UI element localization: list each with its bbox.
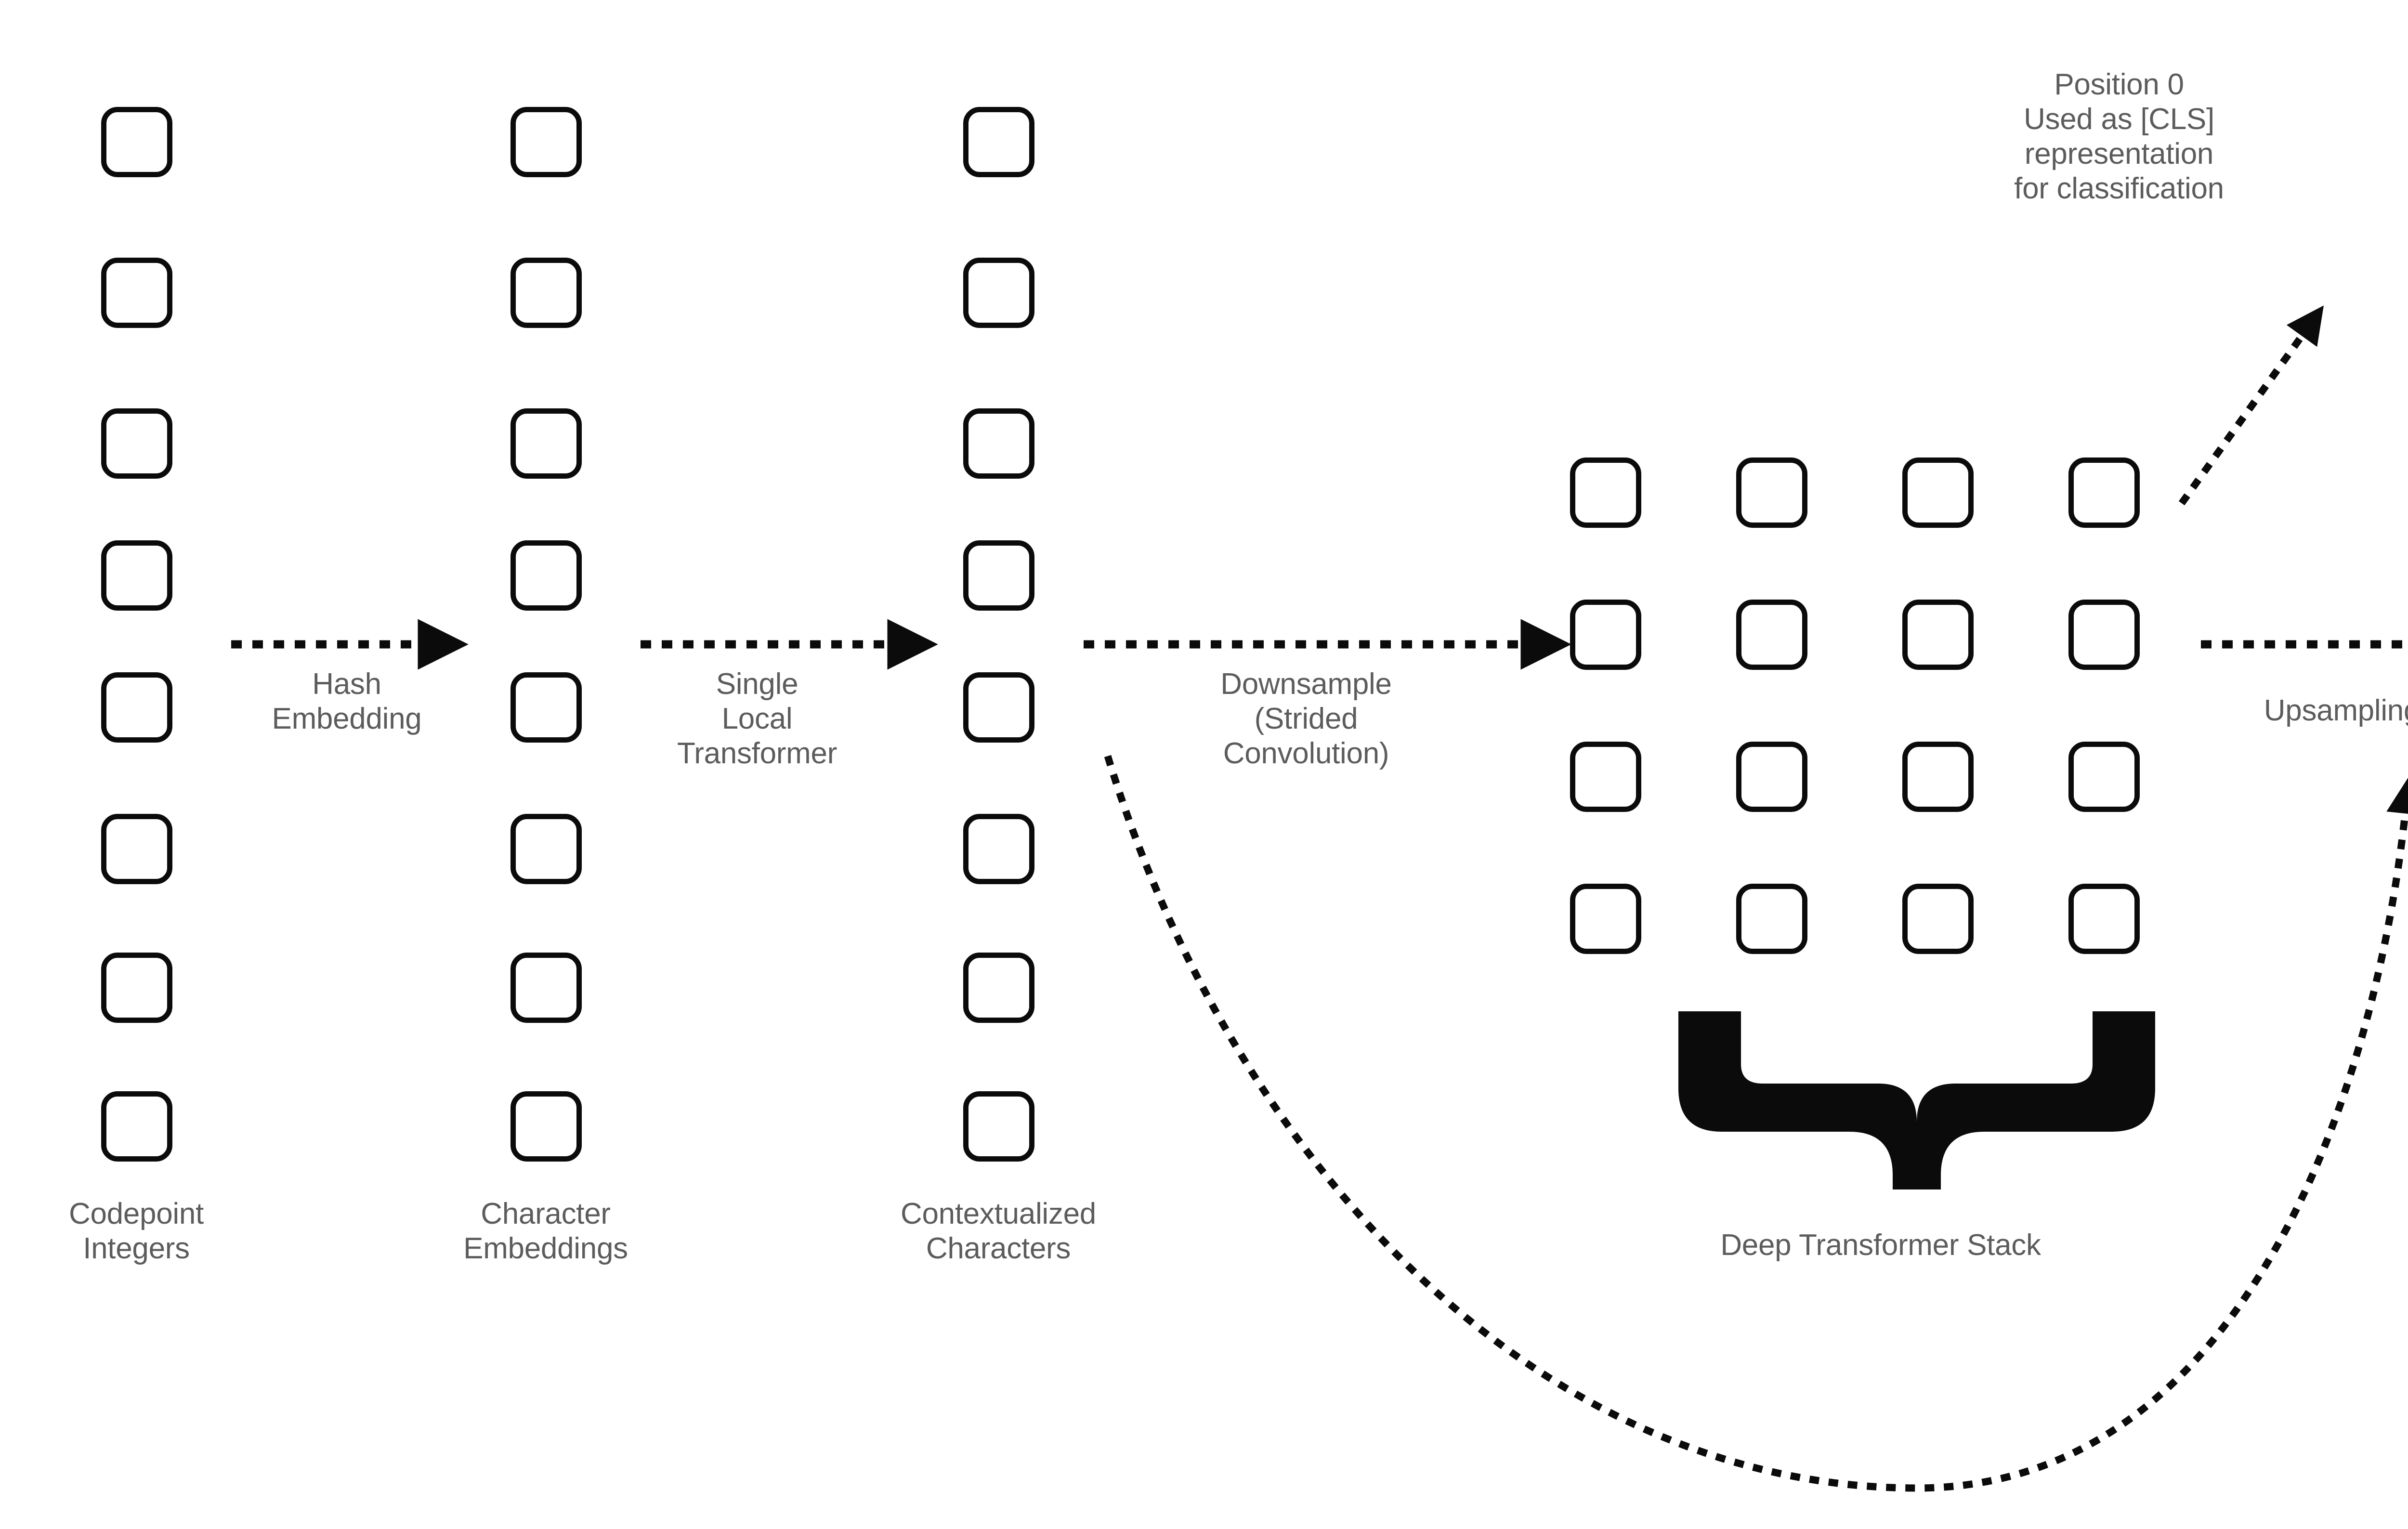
token-box[interactable] bbox=[101, 258, 172, 328]
token-box[interactable] bbox=[1902, 457, 1974, 528]
token-box[interactable] bbox=[963, 540, 1034, 611]
token-box[interactable] bbox=[963, 1091, 1034, 1162]
arrow-cls-callout bbox=[2178, 305, 2324, 506]
annotation-position-zero-cls: Position 0 Used as [CLS] representation … bbox=[2014, 68, 2224, 205]
token-box[interactable] bbox=[1902, 600, 1974, 670]
arrow-label-single-local-transformer: Single Local Transformer bbox=[677, 667, 837, 770]
token-box[interactable] bbox=[510, 814, 582, 884]
token-box[interactable] bbox=[1736, 600, 1807, 670]
token-box[interactable] bbox=[2068, 457, 2140, 528]
token-box[interactable] bbox=[101, 1091, 172, 1162]
column-label-contextualized-characters: Contextualized Characters bbox=[901, 1197, 1096, 1265]
token-box[interactable] bbox=[1736, 457, 1807, 528]
token-box[interactable] bbox=[510, 107, 582, 177]
column-label-deep-transformer-stack: Deep Transformer Stack bbox=[1720, 1228, 2041, 1262]
token-box[interactable] bbox=[1570, 600, 1641, 670]
token-box[interactable] bbox=[1570, 457, 1641, 528]
token-box[interactable] bbox=[101, 672, 172, 743]
token-box[interactable] bbox=[963, 953, 1034, 1023]
token-box[interactable] bbox=[963, 107, 1034, 177]
token-box[interactable] bbox=[1736, 884, 1807, 954]
token-box[interactable] bbox=[101, 953, 172, 1023]
token-box[interactable] bbox=[101, 107, 172, 177]
token-box[interactable] bbox=[2068, 600, 2140, 670]
token-box[interactable] bbox=[101, 540, 172, 611]
arrow-label-hash-embedding: Hash Embedding bbox=[272, 667, 422, 735]
token-box[interactable] bbox=[1570, 742, 1641, 812]
token-box[interactable] bbox=[1902, 742, 1974, 812]
token-box[interactable] bbox=[1570, 884, 1641, 954]
token-box[interactable] bbox=[510, 408, 582, 479]
token-box[interactable] bbox=[510, 953, 582, 1023]
arrow-label-upsampling: Upsampling bbox=[2264, 694, 2408, 727]
curve-residual-skip-connection bbox=[1104, 755, 2408, 1492]
token-box[interactable] bbox=[963, 408, 1034, 479]
arrow-label-downsample: Downsample (Strided Convolution) bbox=[1220, 667, 1392, 770]
token-box[interactable] bbox=[101, 814, 172, 884]
column-label-character-embeddings: Character Embeddings bbox=[463, 1197, 628, 1265]
token-box[interactable] bbox=[1902, 884, 1974, 954]
token-box[interactable] bbox=[510, 672, 582, 743]
token-box[interactable] bbox=[2068, 742, 2140, 812]
token-box[interactable] bbox=[510, 258, 582, 328]
token-box[interactable] bbox=[101, 408, 172, 479]
token-box[interactable] bbox=[510, 540, 582, 611]
brace-deep-transformer-stack bbox=[1678, 1011, 2155, 1189]
column-label-codepoint-integers: Codepoint Integers bbox=[69, 1197, 204, 1265]
token-box[interactable] bbox=[963, 672, 1034, 743]
token-box[interactable] bbox=[1736, 742, 1807, 812]
token-box[interactable] bbox=[2068, 884, 2140, 954]
token-box[interactable] bbox=[963, 814, 1034, 884]
token-box[interactable] bbox=[510, 1091, 582, 1162]
token-box[interactable] bbox=[963, 258, 1034, 328]
